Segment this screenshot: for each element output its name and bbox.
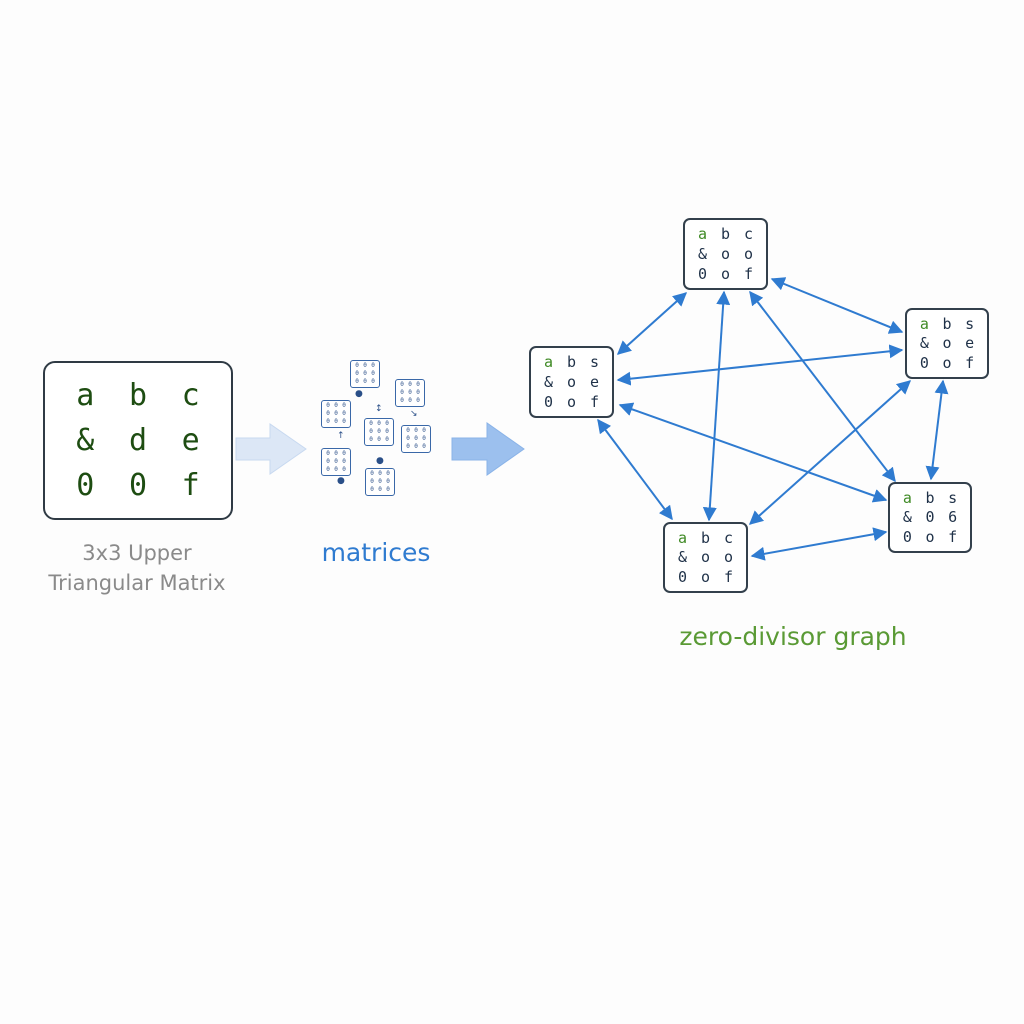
arrow-right-icon [451, 422, 525, 476]
graph-edge [925, 379, 949, 481]
matrix-cell: & [76, 423, 95, 458]
mini-connector-icon: ● [376, 456, 384, 466]
mini-connector-icon: ↕ [375, 404, 383, 414]
mini-connector-icon: ● [355, 389, 363, 399]
matrix-cell: f [181, 468, 200, 503]
matrix-cell: e [181, 423, 200, 458]
graph-edge [748, 380, 912, 525]
graph-edge [618, 402, 888, 503]
matrix-cell: 0 [128, 468, 148, 503]
graph-edge [616, 344, 904, 386]
matrix-cell: 0 [76, 468, 95, 503]
mini-connector-icon: ● [337, 476, 345, 486]
mini-connector-icon: ↘ [410, 409, 418, 419]
source-matrix: a b c & d e 0 0 f [43, 361, 233, 520]
graph-edge [770, 277, 904, 334]
source-matrix-caption: 3x3 Upper Triangular Matrix [28, 538, 246, 598]
caption-line-1: 3x3 Upper [82, 541, 192, 565]
mini-connector-icon: ↑ [337, 431, 345, 441]
matrix-cell: d [128, 423, 148, 458]
arrow-right-icon [235, 423, 307, 475]
graph-edge [750, 527, 888, 561]
matrix-cell: b [128, 378, 148, 413]
graph-edge [616, 292, 688, 355]
matrices-label: matrices [321, 538, 431, 567]
matrix-cell: c [181, 378, 200, 413]
graph-edge [702, 290, 731, 522]
graph-edge [597, 418, 673, 521]
matrix-cell: a [76, 378, 95, 413]
caption-line-2: Triangular Matrix [48, 571, 226, 595]
graph-label: zero-divisor graph [679, 622, 907, 651]
